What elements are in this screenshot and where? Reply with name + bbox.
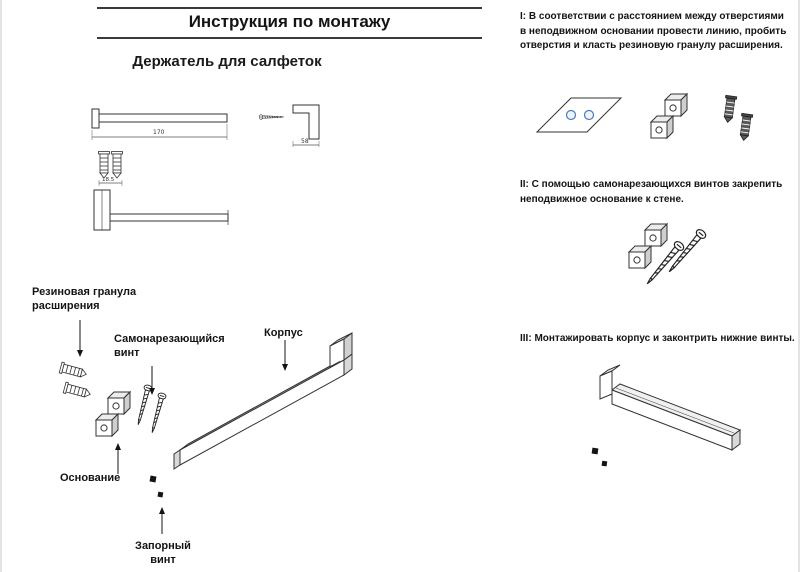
lower-screw-icons bbox=[591, 447, 608, 467]
mounted-body-icon bbox=[599, 364, 742, 451]
step-2-text: II: С помощью самонарезающихся винтов за… bbox=[520, 179, 783, 205]
header-rule-bottom bbox=[97, 37, 482, 39]
step-1-illustration bbox=[535, 93, 754, 142]
step-3-text: III: Монтажировать корпус и законтрить н… bbox=[520, 333, 795, 344]
exploded-diagram bbox=[58, 320, 353, 534]
label-base: Основание bbox=[60, 472, 121, 484]
label-rubber-granule: Резиновая гранула расширения bbox=[32, 286, 137, 312]
step-2-illustration bbox=[628, 223, 708, 288]
header-rule-top bbox=[97, 7, 482, 9]
locking-screw-icons bbox=[149, 475, 164, 498]
step-3-illustration bbox=[591, 364, 742, 467]
dim-depth-label: 58 bbox=[301, 138, 309, 145]
front-view-drawing: 18.5 bbox=[93, 151, 229, 231]
rubber-anchor-icons bbox=[58, 361, 93, 401]
leader-arrows bbox=[77, 320, 288, 534]
label-body: Корпус bbox=[264, 327, 303, 339]
dim-length-label: 170 bbox=[153, 129, 165, 136]
label-locking-screw: Запорный винт bbox=[135, 540, 191, 566]
base-block-icons bbox=[95, 391, 131, 437]
self-tapping-screw-icons bbox=[133, 383, 168, 435]
dim-holes-label: 18.5 bbox=[102, 177, 115, 183]
profile-view-drawing: 58 bbox=[259, 104, 320, 147]
step-1-text: I: В соответствии с расстоянием между от… bbox=[520, 11, 787, 51]
wall-plate-icon bbox=[535, 97, 623, 133]
body-icon bbox=[173, 332, 353, 470]
product-subtitle: Держатель для салфеток bbox=[132, 53, 322, 70]
page-title: Инструкция по монтажу bbox=[188, 12, 391, 31]
label-self-tapping-screw: Самонарезающийся винт bbox=[114, 333, 225, 359]
side-view-drawing: 170 bbox=[91, 108, 228, 140]
